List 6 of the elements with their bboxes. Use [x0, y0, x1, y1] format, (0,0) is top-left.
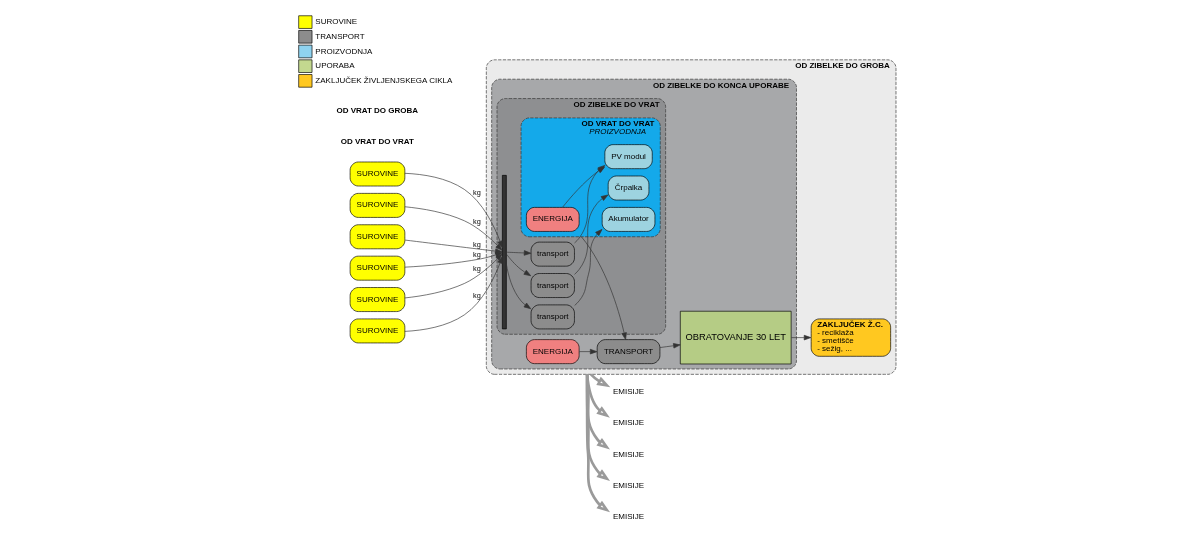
edge-label: kg	[473, 264, 481, 274]
edge-label: kg	[473, 216, 481, 226]
edge-label: kg	[473, 188, 481, 198]
edge-label: kg	[473, 249, 481, 259]
edge-label: kg	[473, 239, 481, 249]
edge-label: kg	[473, 291, 481, 301]
